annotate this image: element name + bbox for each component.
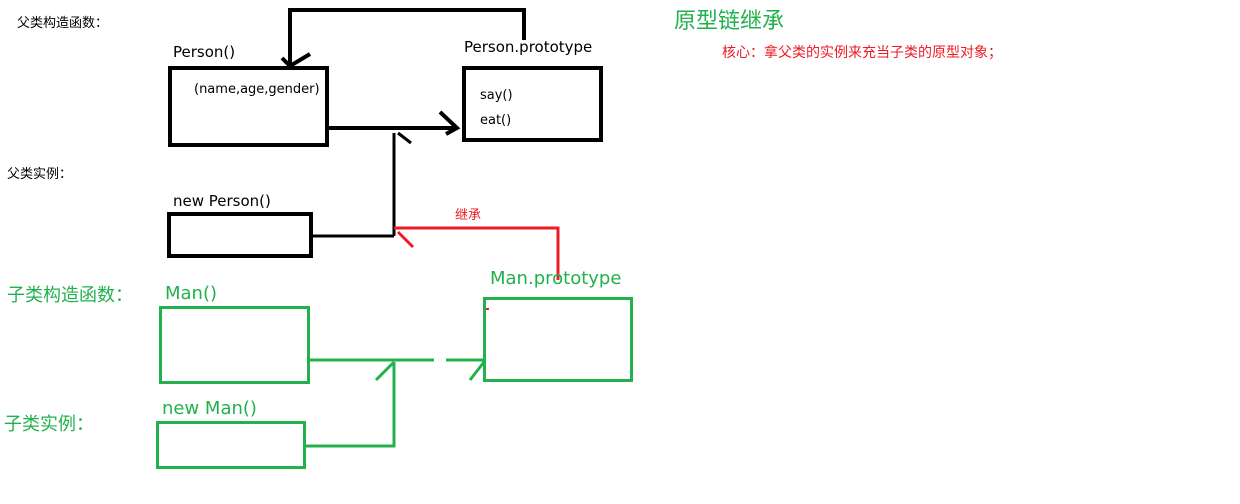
man-instance-arrowhead xyxy=(374,360,396,382)
page-title: 原型链继承 xyxy=(674,9,785,34)
man-prototype-box xyxy=(483,297,633,382)
man-constructor-box xyxy=(159,306,310,384)
parent-instance-label: 父类实例： xyxy=(7,167,73,182)
prototype-method-eat: eat() xyxy=(480,113,512,128)
man-constructor-name: Man() xyxy=(165,283,218,304)
person-prototype-box: say() eat() xyxy=(462,66,603,142)
page-subtitle: 核心：拿父类的实例来充当子类的原型对象； xyxy=(722,45,1002,61)
prototype-constructor-link xyxy=(288,8,526,66)
inherit-label: 继承 xyxy=(455,208,482,223)
child-constructor-label: 子类构造函数： xyxy=(7,285,133,306)
man-instance-link xyxy=(305,362,396,448)
parent-constructor-label: 父类构造函数： xyxy=(17,16,109,31)
person-instance-box xyxy=(167,212,313,258)
person-instance-name: new Person() xyxy=(173,192,271,210)
person-prototype-name: Person.prototype xyxy=(464,38,593,56)
person-constructor-name: Person() xyxy=(173,43,236,61)
child-instance-label: 子类实例： xyxy=(4,414,94,435)
constructor-arrowhead xyxy=(280,52,312,69)
person-constructor-box: (name,age,gender) xyxy=(168,66,329,147)
inherit-arrowhead xyxy=(396,230,415,249)
man-prototype-arrowhead xyxy=(468,361,486,381)
man-instance-box xyxy=(156,421,306,469)
prototype-arrowhead xyxy=(438,110,461,136)
man-instance-name: new Man() xyxy=(162,398,257,419)
inherit-link xyxy=(394,226,560,280)
instance-arrowhead xyxy=(397,131,412,145)
person-constructor-params: (name,age,gender) xyxy=(194,82,320,97)
man-prototype-name: Man.prototype xyxy=(490,268,622,289)
prototype-method-say: say() xyxy=(480,88,513,103)
